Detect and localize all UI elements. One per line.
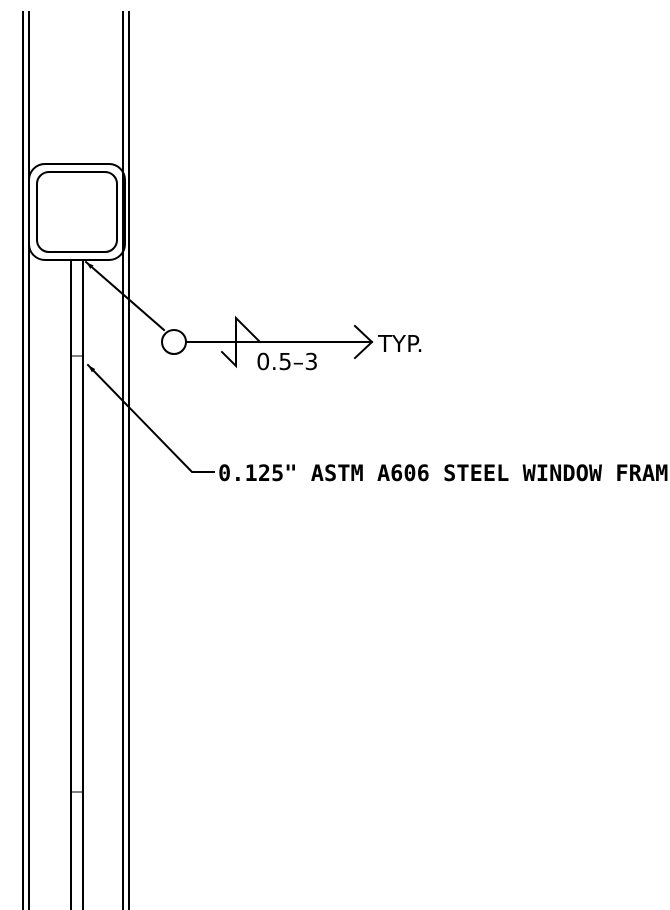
weld-tail-note: TYP. [377,332,424,358]
weld-tail [353,324,374,360]
wall-right-edge [122,11,130,910]
material-callout: 0.125" ASTM A606 STEEL WINDOW FRAME [86,363,670,487]
weld-symbol: 0.5–3 TYP. [84,260,424,376]
wall-left-edge [22,11,30,910]
callout-leader-line [86,363,215,473]
weld-size-pitch-label: 0.5–3 [256,350,319,376]
weld-leader-line [84,260,166,332]
callout-label: 0.125" ASTM A606 STEEL WINDOW FRAME [218,462,670,487]
steel-tube-section [28,163,126,261]
weld-all-around-circle [161,329,187,355]
fillet-weld-triangle-top [235,315,262,344]
fillet-weld-triangle-bottom [220,341,237,369]
window-frame-plate [70,259,84,910]
